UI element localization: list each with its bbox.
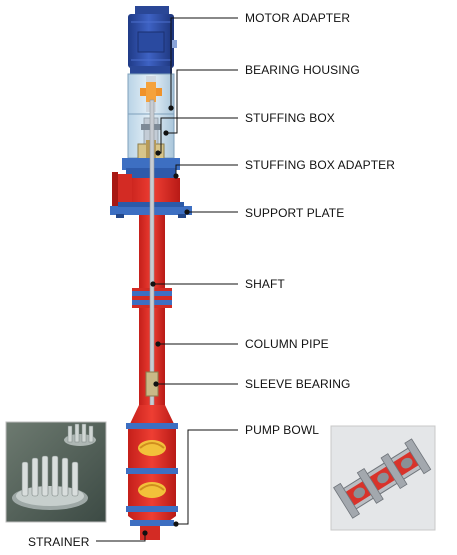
strainer	[130, 520, 174, 540]
bowl-cutaway-photo	[330, 425, 436, 531]
label-shaft: SHAFT	[245, 277, 285, 291]
label-stuffing-box: STUFFING BOX	[245, 111, 335, 125]
label-strainer: STRAINER	[28, 535, 90, 549]
leader-lines	[96, 17, 238, 542]
label-column-pipe: COLUMN PIPE	[245, 337, 329, 351]
impeller-photo	[5, 421, 107, 523]
coupling	[140, 82, 162, 102]
leader-dots	[142, 105, 190, 536]
label-stuffing-box-adapter: STUFFING BOX ADAPTER	[245, 158, 396, 172]
pump-bowl	[126, 405, 178, 524]
label-bearing-housing: BEARING HOUSING	[245, 63, 360, 77]
leader-motor-adapter	[170, 17, 238, 108]
leader-bearing-housing	[166, 69, 238, 134]
label-support-plate: SUPPORT PLATE	[245, 206, 345, 220]
leader-stuffing-box-adapter	[175, 164, 238, 176]
label-pump-bowl: PUMP BOWL	[245, 423, 320, 437]
label-sleeve-bearing: SLEEVE BEARING	[245, 377, 351, 391]
motor	[128, 6, 177, 74]
leader-strainer	[96, 533, 146, 542]
label-motor-adapter: MOTOR ADAPTER	[245, 11, 351, 25]
leader-pump-bowl	[176, 429, 238, 525]
